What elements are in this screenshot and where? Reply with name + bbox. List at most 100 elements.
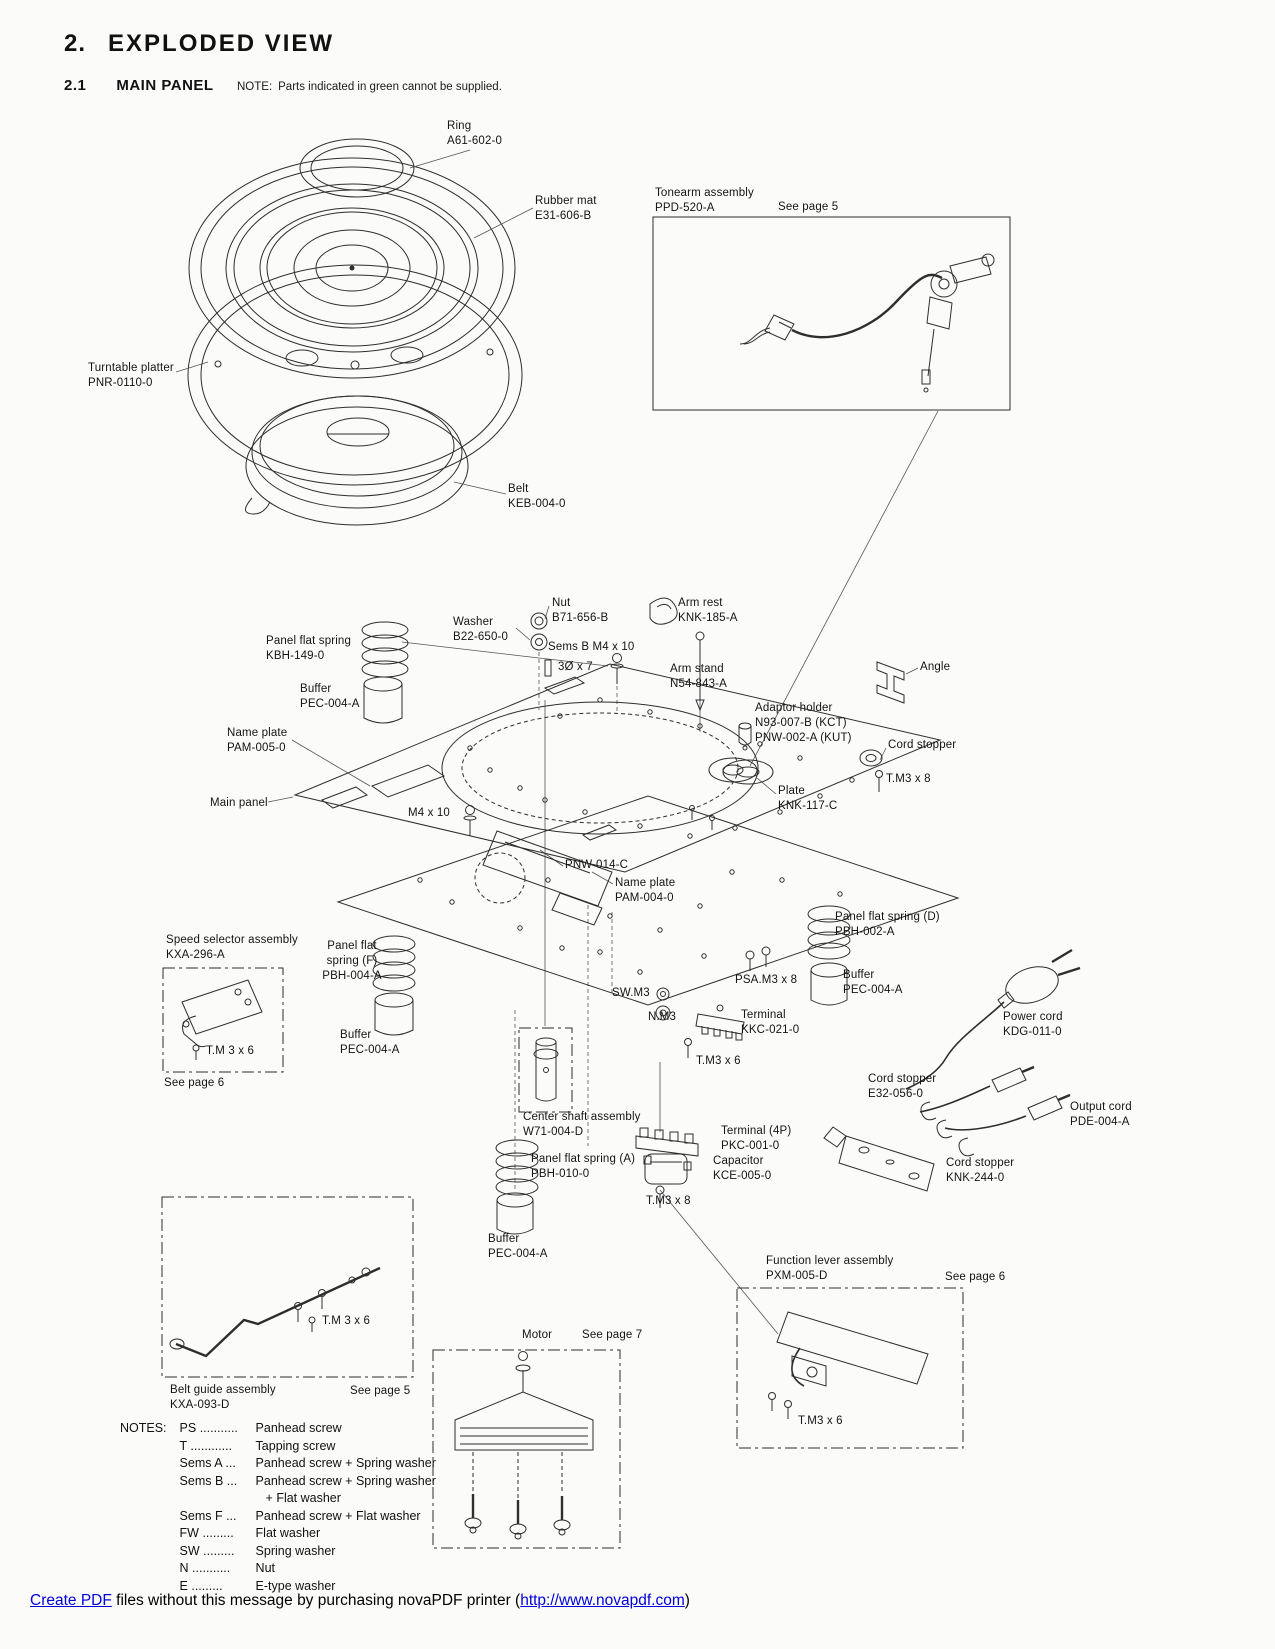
spring-a-glyph [495,1139,539,1196]
buffer-2-glyph [374,992,414,1036]
capacitor-glyph [644,1153,688,1185]
notes-row-sems-a: Sems A ...Panhead screw + Spring washer [179,1456,436,1470]
sw-m3-glyph [656,987,670,1001]
m4x10-screw-glyph [463,805,477,836]
ring-drawing [299,138,415,198]
notes-row-sw: SW .........Spring washer [179,1543,336,1558]
part-label-m4x10: M4 x 10 [408,807,450,819]
buffer-4-glyph [496,1192,534,1235]
notes-row-sems-f: Sems F ...Panhead screw + Flat washer [179,1508,421,1523]
note-text: Parts indicated in green cannot be suppl… [278,81,502,93]
part-label-cord-stopper-1: Cord stopper [888,739,957,751]
main-panel-top-drawing [293,663,942,873]
spring-f-glyph [372,935,416,992]
notes-heading: NOTES: [120,1421,167,1435]
belt-guide-box [161,1196,414,1378]
supply-note: NOTE: Parts indicated in green cannot be … [237,81,502,93]
n-m3-glyph [655,1005,671,1021]
cord-stopper-e32-glyph [920,1101,975,1157]
adaptor-holder-glyph [738,722,752,751]
part-label-angle: Angle [920,661,951,673]
spring-d-glyph [807,905,851,960]
notes-row-fw: FW .........Flat washer [179,1526,321,1540]
banner-text-1: files without this message by purchasing… [111,1592,521,1609]
psa-screws-glyph [745,946,771,971]
part-label-n-m3: N.M3 [648,1011,677,1023]
part-label-pin-3x7: 3Ø x 7 [558,661,593,673]
part-label-function-see-page: See page 6 [945,1271,1006,1283]
part-label-sw-m3: SW.M3 [612,987,650,999]
banner-text-2: ) [684,1592,690,1609]
plate-glyph [708,757,758,783]
tonearm-assembly-box [652,216,1011,411]
arm-rest-glyph [649,597,678,625]
buffer-3-glyph [810,962,848,1006]
part-label-motor: Motor [522,1329,553,1341]
part-label-motor-see-page: See page 7 [582,1329,643,1341]
notes-row-t: T ............Tapping screw [179,1438,336,1453]
part-label-pnw-014: PNW-014-C [565,859,629,871]
pin-3x7-glyph [544,659,552,677]
part-label-tm3x6-speed: T.M 3 x 6 [206,1045,255,1057]
part-label-belt-guide-see-page: See page 5 [350,1385,411,1397]
platter-mat-drawing [188,157,516,379]
create-pdf-link[interactable]: Create PDF [30,1592,112,1609]
function-lever-box [736,1287,964,1449]
platter-underside-drawing [187,264,523,486]
notes-row-n: N ...........Nut [179,1561,275,1575]
part-label-speed-see-page: See page 6 [164,1077,225,1089]
page-title: 2.EXPLODED VIEW [64,30,334,58]
tm3x6-terminal-screw-glyph [684,1038,692,1058]
part-label-psa-m3x8: PSA.M3 x 8 [735,974,798,986]
angle-glyph [876,661,905,704]
part-label-main-panel: Main panel [210,797,268,809]
motor-box [432,1349,621,1549]
power-cord-glyph [905,948,1081,1090]
output-cord-glyph [919,1065,1071,1131]
tm3x8-1-screw-glyph [875,770,883,792]
terminal-kkc-glyph [695,1004,745,1041]
novapdf-url-link[interactable]: http://www.novapdf.com [520,1592,685,1609]
part-label-tm3x6-terminal: T.M3 x 6 [696,1055,741,1067]
part-label-tm3x6-function: T.M3 x 6 [798,1415,843,1427]
notes-row-e: E .........E-type washer [179,1578,336,1593]
note-label: NOTE: [237,81,273,93]
part-label-sems-b: Sems B M4 x 10 [548,641,635,653]
washer-glyph [530,633,548,651]
main-panel-bottom-drawing [336,795,960,1006]
part-label-spring-a: Panel flat spring (A)PBH-010-0 [531,1153,636,1180]
novapdf-banner: Create PDF files without this message by… [30,1592,690,1610]
part-label-tm3x8-1: T.M3 x 8 [886,773,931,785]
part-label-tm3x8-2: T.M3 x 8 [646,1195,691,1207]
part-label-spring-d: Panel flat spring (D)PBH-002-A [835,911,940,938]
tonearm-drawing [739,253,995,393]
spring-kbh-glyph [361,621,409,678]
center-shaft-glyph [518,1027,573,1113]
